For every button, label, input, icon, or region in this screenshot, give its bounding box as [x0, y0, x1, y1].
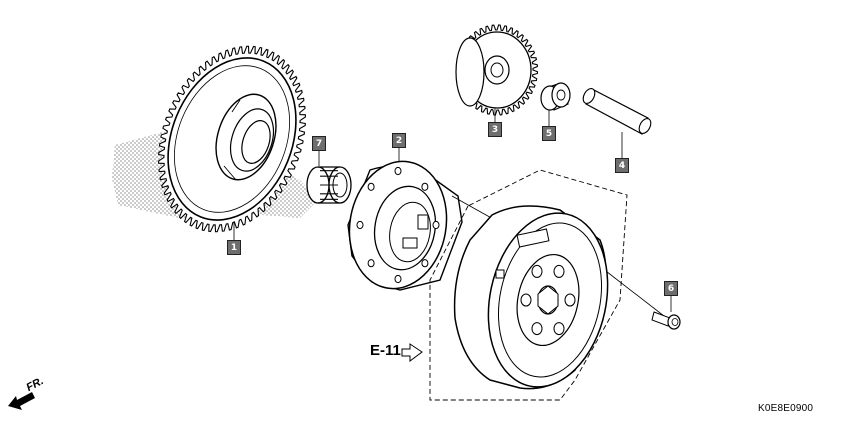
reference-arrow-icon	[401, 343, 423, 362]
flange-bolt-drawing	[651, 311, 681, 330]
bolt-hole	[367, 259, 375, 268]
starter-clutch-outer-drawing	[347, 160, 463, 291]
flywheel-hole	[520, 293, 532, 307]
bolt-hole	[367, 182, 375, 191]
bolt-hole	[421, 259, 429, 268]
bolt-hole	[394, 274, 402, 284]
callout-part-6: 6	[664, 281, 678, 296]
flywheel-drawing	[453, 205, 609, 390]
starter-driven-gear-drawing	[158, 45, 306, 233]
callout-part-1: 1	[227, 240, 241, 255]
bolt-hole	[421, 182, 429, 191]
callout-leaders	[233, 108, 672, 312]
callout-part-7: 7	[312, 136, 326, 151]
callout-part-3: 3	[488, 122, 502, 137]
figure-code: K0E8E0900	[758, 403, 814, 414]
flywheel-hole	[531, 322, 543, 336]
assembly-dashed-outline	[429, 169, 628, 401]
bolt-hole	[356, 220, 364, 230]
flywheel-hole	[531, 264, 543, 278]
flywheel-hole	[564, 293, 576, 307]
callout-part-5: 5	[542, 126, 556, 141]
bolt-hole	[394, 166, 402, 176]
idle-gear-shaft-drawing	[582, 88, 652, 135]
front-direction-arrow-icon	[8, 392, 35, 410]
leader-line-bolt	[601, 267, 665, 317]
callout-part-2: 2	[392, 133, 406, 148]
callout-part-4: 4	[615, 158, 629, 173]
starter-idle-gear-drawing	[455, 24, 539, 116]
bolt-hole	[432, 220, 440, 230]
flywheel-hole	[553, 264, 565, 278]
needle-bearing-drawing	[306, 166, 352, 204]
reference-label: E-11	[370, 342, 401, 359]
idle-gear-collar-drawing	[540, 82, 571, 111]
leader-line-clutch	[451, 195, 496, 221]
flywheel-hole	[553, 322, 565, 336]
